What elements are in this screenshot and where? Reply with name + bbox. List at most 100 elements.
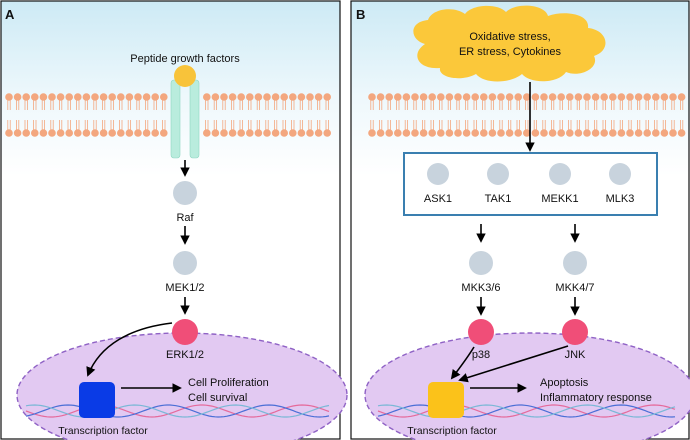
lipid-head <box>497 129 505 137</box>
raf-label: Raf <box>176 212 194 224</box>
lipid-head <box>437 93 445 101</box>
panel-b: B Oxidative stress, ER stress, Cytokines… <box>350 0 690 440</box>
transcription-factor-b-label: Transcription factor <box>407 425 497 437</box>
lipid-head <box>394 93 402 101</box>
lipid-head <box>514 129 522 137</box>
lipid-head <box>471 93 480 101</box>
lipid-head <box>677 129 686 137</box>
lipid-head <box>5 93 13 101</box>
p38-node <box>468 319 494 345</box>
lipid-head <box>48 93 56 101</box>
growth-factor-ligand <box>174 65 196 87</box>
mlk3-node <box>609 163 631 185</box>
lipid-head <box>609 129 617 137</box>
cell-membrane-a <box>5 93 332 137</box>
mkk36-node <box>469 251 493 275</box>
lipid-head <box>254 93 263 101</box>
lipid-head <box>108 93 116 101</box>
mkk36-label: MKK3/6 <box>461 282 500 294</box>
lipid-head <box>306 129 314 137</box>
panel-a: A Peptide growth factors Raf MEK1/2 ERK1… <box>0 0 348 440</box>
lipid-head <box>600 93 608 101</box>
stimulus-cloud <box>413 5 606 82</box>
lipid-head <box>314 93 323 101</box>
lipid-head <box>488 129 497 137</box>
lipid-head <box>591 93 600 101</box>
lipid-head <box>591 129 600 137</box>
lipid-head <box>125 129 134 137</box>
lipid-head <box>454 93 462 101</box>
lipid-head <box>419 93 428 101</box>
lipid-head <box>376 93 385 101</box>
lipid-head <box>289 129 297 137</box>
lipid-head <box>99 93 108 101</box>
lipid-head <box>323 129 332 137</box>
dna-strand <box>377 404 676 418</box>
ligand-label: Peptide growth factors <box>130 53 240 65</box>
lipid-head <box>394 129 402 137</box>
lipid-head <box>31 93 39 101</box>
map3k-box <box>403 152 658 216</box>
lipid-head <box>65 129 73 137</box>
lipid-head <box>151 93 159 101</box>
outcome-b-1: Apoptosis <box>540 377 589 389</box>
lipid-head <box>125 93 134 101</box>
lipid-head <box>643 129 651 137</box>
lipid-head <box>271 129 280 137</box>
p38-label: p38 <box>472 349 490 361</box>
lipid-head <box>31 129 39 137</box>
mek-label: MEK1/2 <box>165 282 204 294</box>
dna-strands-a <box>25 404 330 418</box>
lipid-head <box>91 93 99 101</box>
lipid-head <box>246 93 254 101</box>
mek-node <box>173 251 197 275</box>
lipid-head <box>314 129 323 137</box>
lipid-head <box>246 129 254 137</box>
lipid-head <box>600 129 608 137</box>
lipid-head <box>211 129 220 137</box>
mkk47-node <box>563 251 587 275</box>
lipid-head <box>402 129 411 137</box>
lipid-head <box>540 93 548 101</box>
lipid-head <box>160 129 168 137</box>
lipid-head <box>626 93 634 101</box>
lipid-head <box>445 129 454 137</box>
lipid-head <box>531 93 540 101</box>
lipid-head <box>634 93 643 101</box>
lipid-head <box>454 129 462 137</box>
lipid-head <box>74 93 82 101</box>
mkk47-label: MKK4/7 <box>555 282 594 294</box>
lipid-head <box>323 93 332 101</box>
lipid-head <box>56 93 65 101</box>
lipid-head <box>660 129 669 137</box>
lipid-head <box>160 93 168 101</box>
panel-b-letter: B <box>356 7 365 22</box>
lipid-head <box>108 129 116 137</box>
lipid-head <box>419 129 428 137</box>
lipid-head <box>557 93 565 101</box>
lipid-head <box>660 93 669 101</box>
lipid-head <box>99 129 108 137</box>
lipid-head <box>523 93 531 101</box>
lipid-head <box>566 129 574 137</box>
dna-strand <box>25 404 330 418</box>
lipid-head <box>82 93 91 101</box>
arrow-p38-to-factor <box>450 346 475 380</box>
lipid-head <box>134 93 142 101</box>
lipid-head <box>65 93 73 101</box>
lipid-head <box>82 129 91 137</box>
lipid-head <box>263 129 271 137</box>
receptor-right-chain <box>189 79 200 159</box>
outcome-a-1: Cell Proliferation <box>188 377 269 389</box>
lipid-head <box>142 93 151 101</box>
lipid-head <box>462 93 471 101</box>
lipid-head <box>583 93 591 101</box>
lipid-head <box>142 129 151 137</box>
lipid-head <box>677 93 686 101</box>
lipid-head <box>228 129 237 137</box>
lipid-head <box>669 93 677 101</box>
ask1-label: ASK1 <box>424 193 452 205</box>
outcome-a-2: Cell survival <box>188 392 247 404</box>
dna-strand <box>25 404 330 418</box>
